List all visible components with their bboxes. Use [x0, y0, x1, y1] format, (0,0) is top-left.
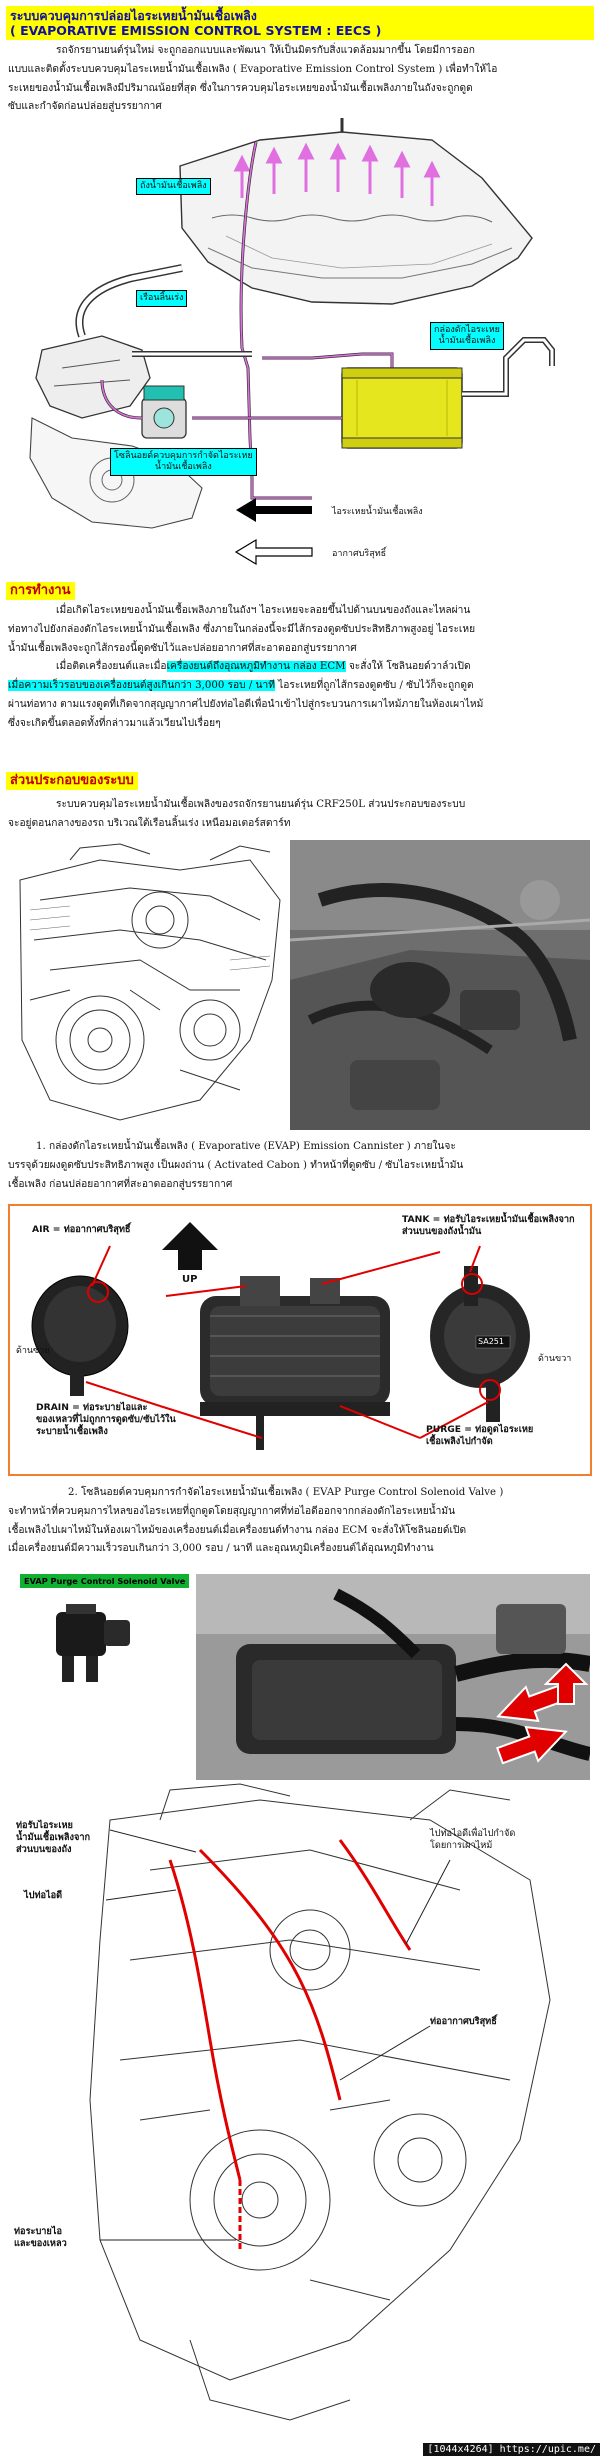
label-purge-pipe: PURGE = ท่อดูดไอระเหย เชื้อเพลิงไปกำจัด [426, 1424, 534, 1447]
solenoid-valve-photo: EVAP Purge Control Solenoid Valve [20, 1574, 190, 1694]
intro-line: ซับและกำจัดก่อนปล่อยสู่บรรยากาศ [8, 101, 162, 113]
legend-air-text: อากาศบริสุทธิ์ [332, 549, 387, 559]
evap-system-drawing [29, 118, 555, 566]
label-throttle-body: เรือนลิ้นเร่ง [136, 290, 188, 307]
intro-line: รถจักรยานยนต์รุ่นใหม่ จะถูกออกแบบและพัฒน… [56, 45, 475, 56]
label-tank-pipe: TANK = ท่อรับไอระเหยน้ำมันเชื้อเพลิงจาก … [402, 1214, 575, 1237]
intro-paragraph: รถจักรยานยนต์รุ่นใหม่ จะถูกออกแบบและพัฒน… [8, 42, 592, 117]
label-drain-vapor-pipe: ท่อระบายไอ และของเหลว [14, 2226, 67, 2249]
label-right-side: ด้านขวา [538, 1354, 572, 1364]
operation-line: ท่อทางไปยังกล่องดักไอระเหยน้ำมันเชื้อเพล… [8, 623, 476, 635]
legend-vapor-text: ไอระเหยน้ำมันเชื้อเพลิง [332, 507, 423, 517]
page-title-bar: ระบบควบคุมการปล่อยไอระเหยน้ำมันเชื้อเพลิ… [6, 6, 594, 40]
purge-routing-drawing: ไปท่อไอดีเพื่อไปกำจัด โดยการเผาไหม้ ท่อร… [10, 1780, 590, 2436]
evap-system-diagram: ถังน้ำมันเชื้อเพลิง เรือนลิ้นเร่ง กล่องด… [12, 118, 588, 578]
item1-line: เชื้อเพลิง ก่อนปล่อยอากาศที่สะอาดออกสู่บ… [8, 1178, 233, 1190]
operation-paragraph: เมื่อเกิดไอระเหยของน้ำมันเชื้อเพลิงภายใน… [8, 602, 592, 734]
highlight-rpm: เมื่อความเร็วรอบของเครื่องยนต์สูงเกินกว่… [8, 680, 275, 692]
components-heading: ส่วนประกอบของระบบ [6, 772, 138, 790]
operation-line: ผ่านท่อทาง ตามแรงดูดที่เกิดจากสุญญากาศไป… [8, 698, 484, 710]
item1-paragraph: 1. กล่องดักไอระเหยน้ำมันเชื้อเพลิง ( Eva… [8, 1138, 592, 1194]
canister-tag: SA251 [478, 1337, 504, 1346]
item2-paragraph: 2. โซลินอยด์ควบคุมการกำจัดไอระเหยน้ำมันเ… [8, 1484, 592, 1559]
label-to-intake-burn: ไปท่อไอดีเพื่อไปกำจัด โดยการเผาไหม้ [430, 1828, 516, 1851]
label-purge-solenoid: โซลินอยด์ควบคุมการกำจัดไอระเหย น้ำมันเชื… [110, 448, 257, 476]
operation-line: ซึ่งจะเกิดขึ้นตลอดทั้งที่กล่าวมาแล้วเวีย… [8, 717, 221, 729]
operation-text: เมื่อติดเครื่องยนต์และเมื่อ [56, 661, 167, 673]
label-fuel-tank: ถังน้ำมันเชื้อเพลิง [136, 178, 211, 195]
item1-line: 1. กล่องดักไอระเหยน้ำมันเชื้อเพลิง ( Eva… [36, 1141, 456, 1152]
operation-line: เมื่อความเร็วรอบของเครื่องยนต์สูงเกินกว่… [8, 677, 592, 696]
page-title-en: ( EVAPORATIVE EMISSION CONTROL SYSTEM : … [10, 23, 382, 38]
label-drain-pipe: DRAIN = ท่อระบายไอและ ของเหลวที่ไม่ถูกกา… [36, 1402, 176, 1437]
page-title-th: ระบบควบคุมการปล่อยไอระเหยน้ำมันเชื้อเพลิ… [10, 8, 257, 23]
label-fresh-air-pipe: ท่ออากาศบริสุทธิ์ [430, 2016, 497, 2027]
label-left-side: ด้านซ้าย [16, 1346, 50, 1356]
item1-line: บรรจุด้วยผงดูดซับประสิทธิภาพสูง เป็นผงถ่… [8, 1159, 464, 1171]
item2-line: 2. โซลินอยด์ควบคุมการกำจัดไอระเหยน้ำมันเ… [68, 1487, 504, 1498]
components-line: จะอยู่ตอนกลางของรถ บริเวณใต้เรือนลิ้นเร่… [8, 817, 291, 829]
operation-line: เมื่อติดเครื่องยนต์และเมื่อเครื่องยนต์ถึ… [8, 658, 592, 677]
label-air-pipe: AIR = ท่ออากาศบริสุทธิ์ [32, 1224, 131, 1235]
intro-line: แบบและติดตั้งระบบควบคุมไอระเหยน้ำมันเชื้… [8, 63, 498, 75]
solenoid-installed-photo [196, 1574, 590, 1784]
operation-line: น้ำมันเชื้อเพลิงจะถูกไส้กรองนี้ดูดซับไว้… [8, 642, 357, 654]
intro-line: ระเหยของน้ำมันเชื้อเพลิงมีปริมาณน้อยที่ส… [8, 82, 473, 94]
watermark: [1044x4264] https://upic.me/ [423, 2443, 600, 2456]
engine-line-drawing [10, 840, 286, 1130]
item2-line: เมื่อเครื่องยนต์มีความเร็วรอบเกินกว่า 3,… [8, 1543, 434, 1555]
label-to-intake: ไปท่อไอดี [24, 1890, 63, 1901]
item2-line: จะทำหน้าที่ควบคุมการไหลของไอระเหยที่ถูกด… [8, 1505, 456, 1517]
operation-text: ไอระเหยที่ถูกไส้กรองดูดซับ / ซับไว้ก็จะถ… [274, 680, 474, 692]
engine-photo [290, 840, 590, 1130]
label-up: UP [182, 1274, 198, 1285]
components-line: ระบบควบคุมไอระเหยน้ำมันเชื้อเพลิงของรถจั… [56, 799, 466, 810]
item2-line: เชื้อเพลิงไปเผาไหม้ในห้องเผาไหม้ของเครื่… [8, 1524, 467, 1536]
operation-heading: การทำงาน [6, 582, 75, 600]
operation-text: จะสั่งให้ โซลินอยด์วาล์วเปิด [345, 661, 471, 673]
solenoid-caption: EVAP Purge Control Solenoid Valve [20, 1574, 190, 1588]
operation-line: เมื่อเกิดไอระเหยของน้ำมันเชื้อเพลิงภายใน… [56, 605, 471, 616]
label-canister: กล่องดักไอระเหย น้ำมันเชื้อเพลิง [430, 322, 504, 350]
components-paragraph: ระบบควบคุมไอระเหยน้ำมันเชื้อเพลิงของรถจั… [8, 796, 592, 834]
highlight-engine-temp: เครื่องยนต์ถึงอุณหภูมิทำงาน กล่อง ECM [166, 661, 346, 673]
label-tank-vapor-pipe: ท่อรับไอระเหย น้ำมันเชื้อเพลิงจาก ส่วนบน… [16, 1820, 91, 1855]
canister-panel: AIR = ท่ออากาศบริสุทธิ์ UP TANK = ท่อรับ… [8, 1204, 592, 1476]
